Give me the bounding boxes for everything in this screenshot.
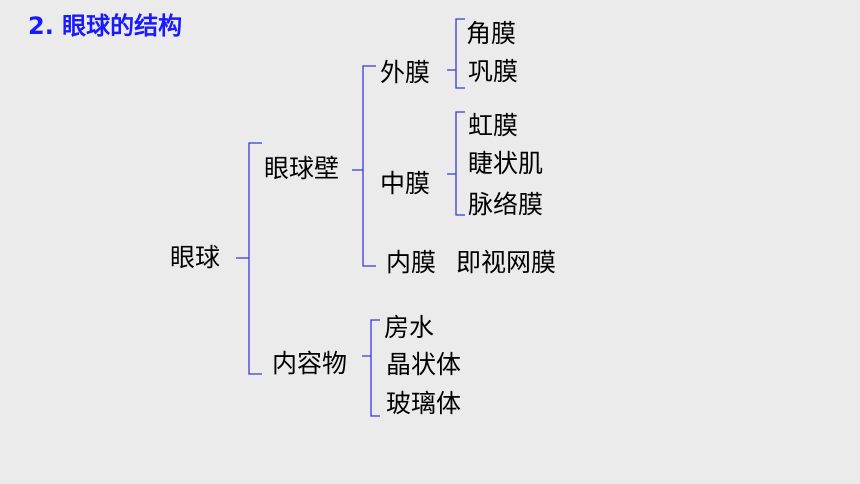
node-choroid: 脉络膜 — [468, 190, 544, 219]
node-eyeball: 眼球 — [170, 243, 221, 272]
node-ciliary-muscle: 睫状肌 — [468, 149, 544, 178]
page-title: 2. 眼球的结构 — [28, 12, 183, 40]
node-eyeball-wall: 眼球壁 — [264, 154, 340, 183]
node-lens: 晶状体 — [386, 350, 462, 379]
bracket-wall — [352, 65, 376, 267]
node-aqueous-humor: 房水 — [384, 313, 435, 342]
bracket-root — [236, 142, 262, 375]
node-contents: 内容物 — [272, 349, 348, 378]
node-inner-membrane: 内膜 — [386, 248, 437, 277]
node-outer-membrane: 外膜 — [380, 58, 431, 87]
node-vitreous-body: 玻璃体 — [386, 389, 462, 418]
node-sclera: 巩膜 — [468, 57, 519, 86]
node-iris: 虹膜 — [468, 111, 519, 140]
node-retina: 即视网膜 — [456, 248, 557, 277]
node-middle-membrane: 中膜 — [380, 169, 431, 198]
bracket-outer — [447, 18, 465, 89]
bracket-middle — [447, 111, 465, 216]
bracket-contents — [362, 319, 380, 417]
node-cornea: 角膜 — [466, 19, 517, 48]
